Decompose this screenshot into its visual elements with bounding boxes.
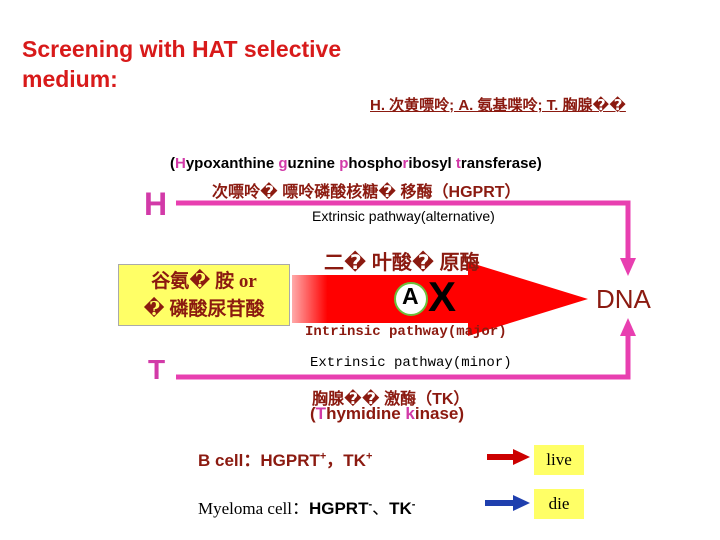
hgprt-chinese-name: 次嘌呤� 嘌呤磷酸核糖� 移酶（HGPRT） xyxy=(212,184,521,201)
tk-hl-1: T xyxy=(315,404,327,423)
hgprt-hl-4: t xyxy=(455,155,461,172)
myeloma-tk: TK xyxy=(389,499,412,518)
tk-hl-2: k xyxy=(405,404,415,423)
extrinsic-minor-label: Extrinsic pathway(minor) xyxy=(310,355,512,371)
dna-label: DNA xyxy=(596,284,651,314)
block-x-mark: X xyxy=(428,273,457,320)
hgprt-rest-3: ibosyl xyxy=(408,155,456,172)
abbreviation-legend: H. 次黄嘌呤; A. 氨基喋呤; T. 胸腺�� xyxy=(370,97,626,114)
myeloma-hgprt-sup: - xyxy=(368,498,373,511)
hgprt-en-close: ) xyxy=(536,155,542,172)
dhfr-enzyme-label: 二� 叶酸� 原酶 xyxy=(324,252,480,274)
myeloma-tk-sup: - xyxy=(411,498,416,511)
t-pathway-arrowhead xyxy=(620,318,636,336)
hgprt-rest-4: ransferase xyxy=(460,155,537,172)
aminopterin-label: A xyxy=(402,283,419,309)
hgprt-hl-1: g xyxy=(278,155,288,172)
h-pathway-arrowhead xyxy=(620,258,636,276)
hgprt-rest-0: ypoxanthine xyxy=(185,155,279,172)
h-pathway-line xyxy=(176,200,631,262)
hgprt-hl-2: p xyxy=(339,155,349,172)
myeloma-label: Myeloma cell： xyxy=(198,499,309,518)
substrate-line-1: 谷氨� 胺 or xyxy=(151,271,257,292)
page-title: Screening with HAT selective medium: xyxy=(22,36,342,92)
tk-english-name: (Thymidine kinase) xyxy=(310,404,464,424)
bcell-hgprt-sup: + xyxy=(319,450,327,463)
substrate-box: 谷氨� 胺 or � 磷酸尿苷酸 xyxy=(118,264,290,326)
bcell-hgprt: HGPRT xyxy=(260,451,320,470)
thymidine-label: T xyxy=(148,354,166,385)
live-outcome-box: live xyxy=(534,445,584,475)
tk-chinese-name: 胸腺�� 激酶（TK） xyxy=(312,391,470,408)
bcell-genotype: B cell：HGPRT+，TK+ xyxy=(198,446,372,471)
bcell-tk-sup: + xyxy=(365,450,373,463)
bcell-tk: TK xyxy=(343,451,366,470)
myeloma-genotype: Myeloma cell：HGPRT-、TK- xyxy=(198,494,415,519)
t-pathway-line xyxy=(176,332,631,380)
hgprt-hl-0: H xyxy=(175,155,186,172)
intrinsic-major-label: Intrinsic pathway(major) xyxy=(305,324,507,340)
bcell-label: B cell： xyxy=(198,451,261,470)
tk-en-mid: hymidine xyxy=(326,404,406,423)
myeloma-hgprt: HGPRT xyxy=(308,499,369,518)
tk-en-open: ( xyxy=(310,404,316,423)
hgprt-en-open: ( xyxy=(170,155,175,172)
hgprt-rest-1: uznine xyxy=(287,155,340,172)
tk-en-rest: inase) xyxy=(414,404,465,423)
extrinsic-alternative-label: Extrinsic pathway(alternative) xyxy=(312,208,495,224)
hgprt-rest-2: hospho xyxy=(348,155,403,172)
main-arrow xyxy=(292,262,588,336)
aminopterin-circle xyxy=(394,282,428,316)
die-arrow-head xyxy=(513,495,530,511)
hgprt-english-name: (Hypoxanthine guznine phosphoribosyl tra… xyxy=(170,155,542,172)
live-arrow-head xyxy=(513,449,530,465)
hypoxanthine-label: H xyxy=(144,186,168,222)
myeloma-sep: 、 xyxy=(372,499,390,518)
hgprt-hl-3: r xyxy=(402,155,409,172)
substrate-line-2: � 磷酸尿苷酸 xyxy=(143,299,265,320)
die-outcome-box: die xyxy=(534,489,584,519)
bcell-sep: ， xyxy=(326,451,344,470)
